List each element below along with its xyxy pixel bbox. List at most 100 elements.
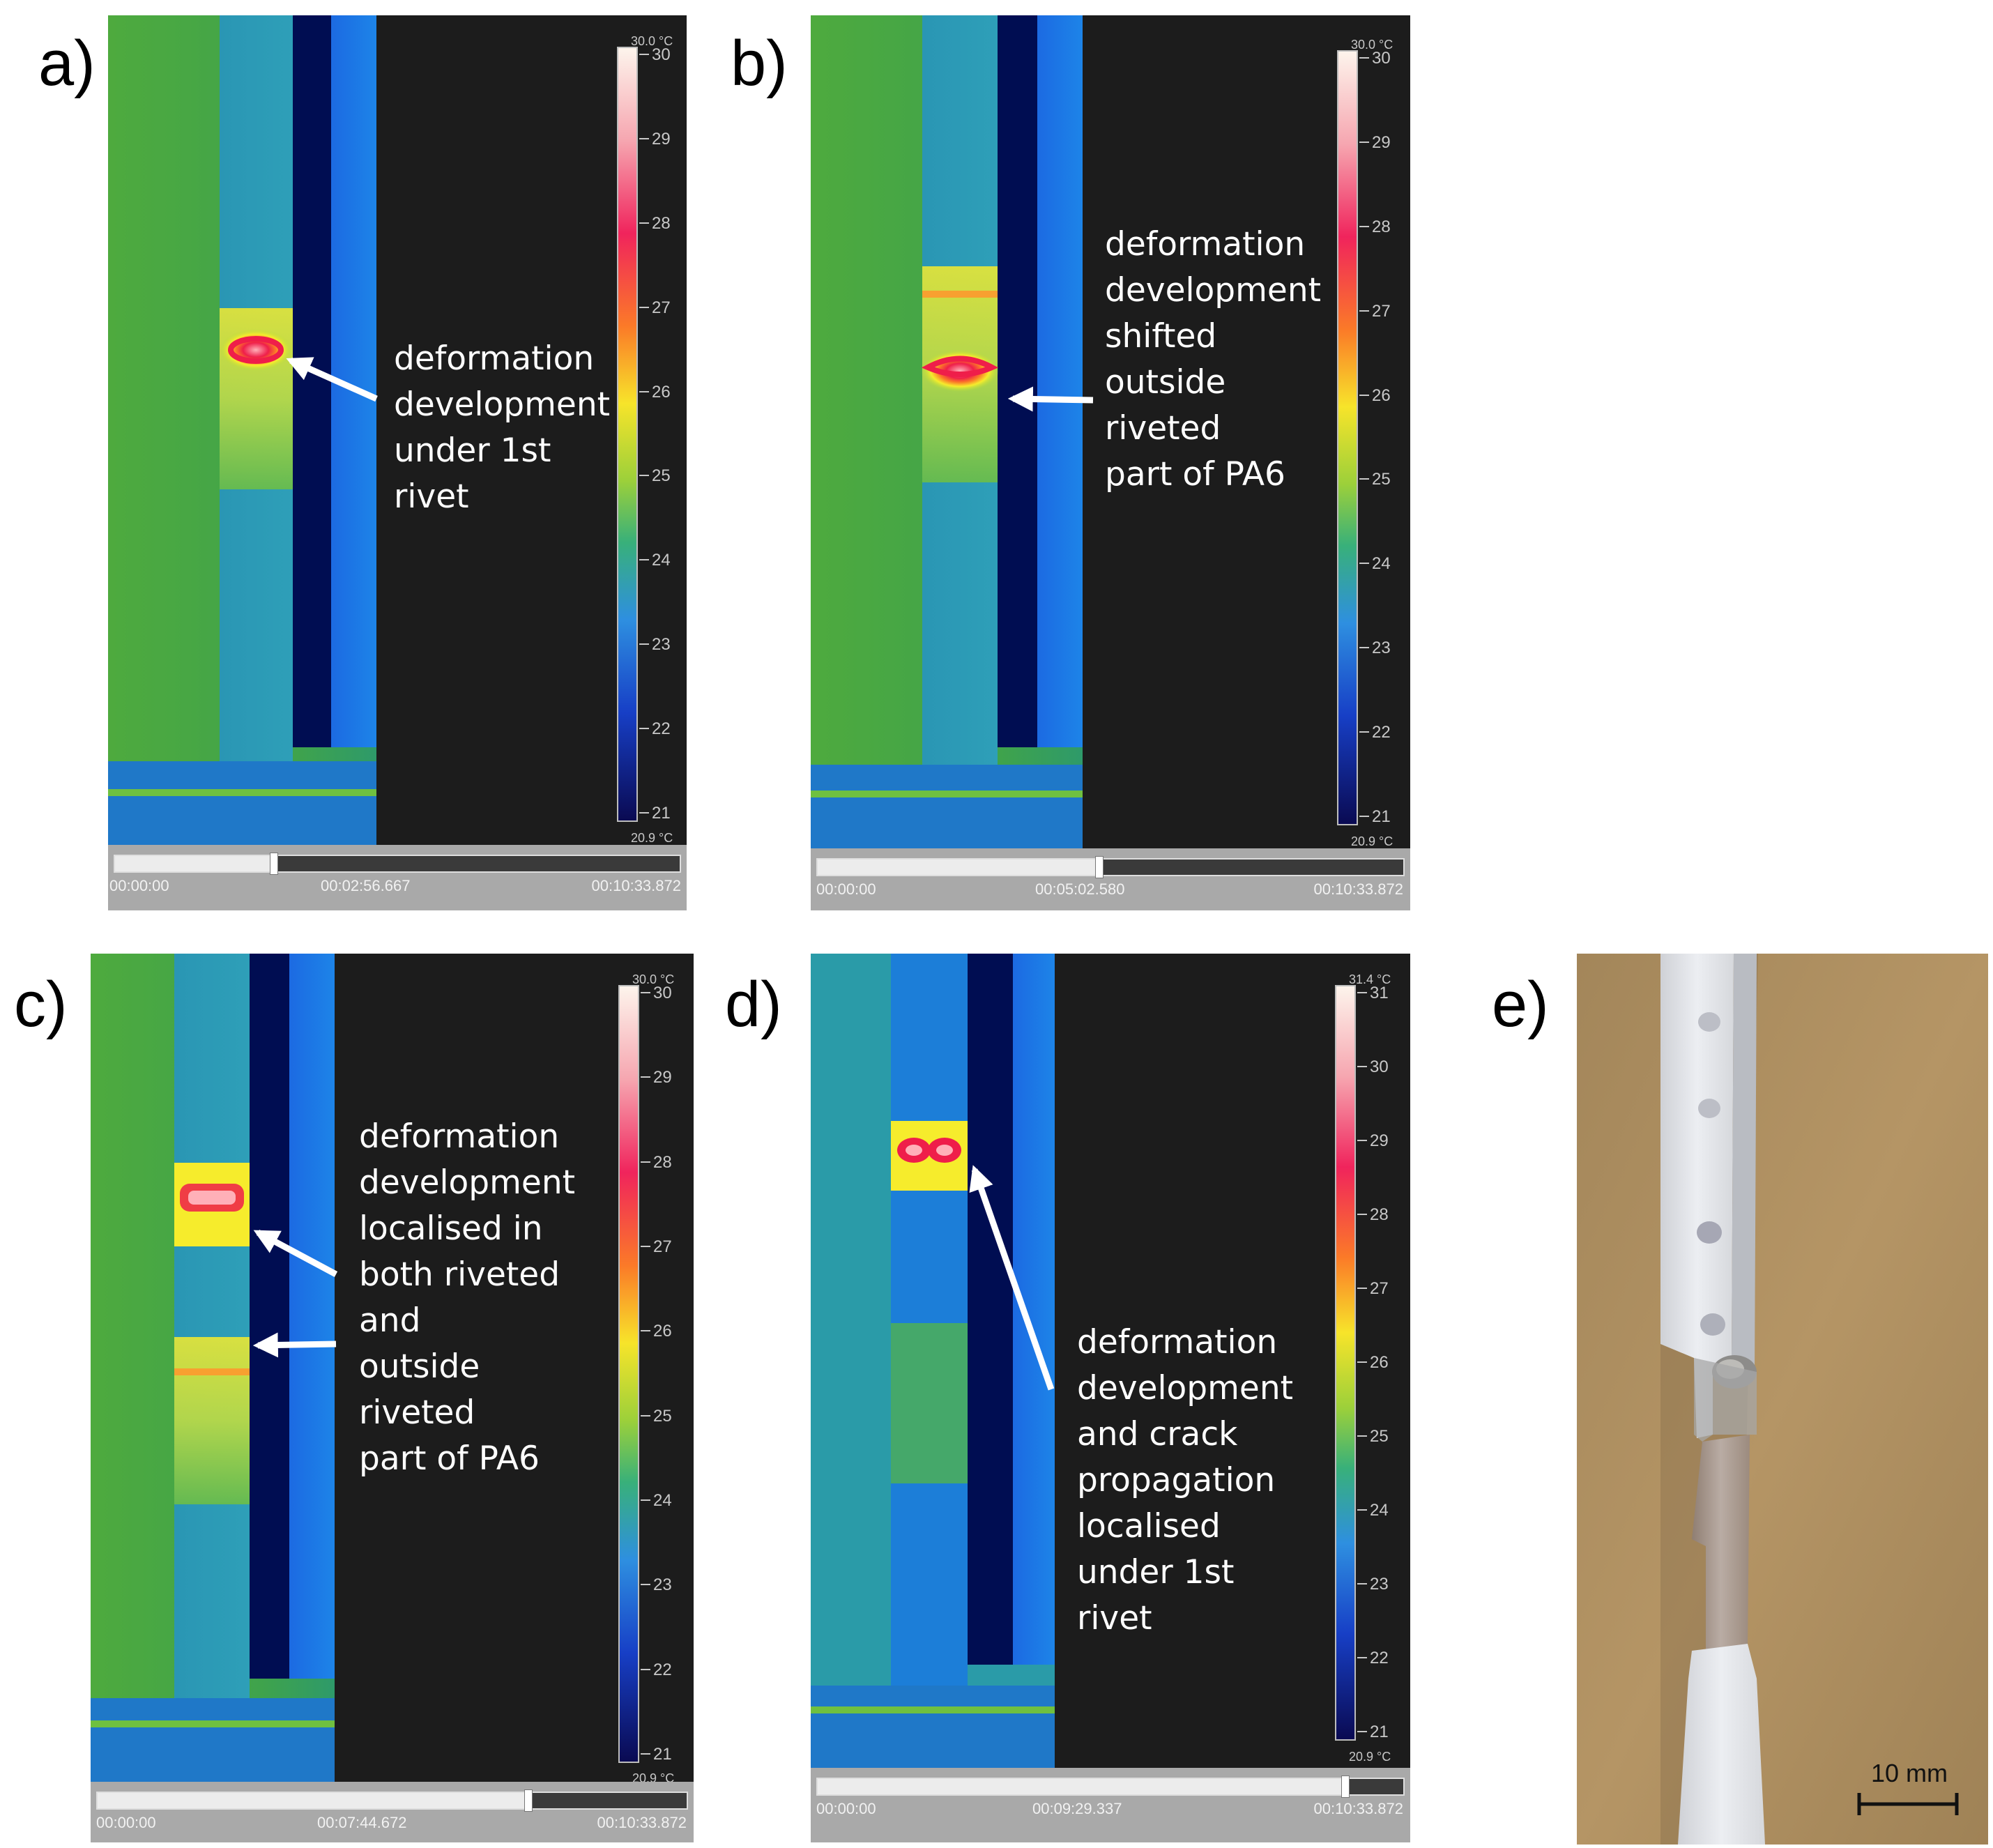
colorbar-tick: 26 (1357, 1353, 1389, 1372)
annotation-line: development (1077, 1369, 1294, 1407)
colorbar-tick: 22 (1359, 723, 1391, 742)
colorbar-tick: 26 (1359, 385, 1391, 405)
colorbar-tick: 29 (1359, 132, 1391, 152)
colorbar-tick: 27 (1359, 301, 1391, 321)
colorbar-tick: 22 (639, 719, 671, 739)
arrow-d (969, 1165, 1055, 1391)
colorbar-tick: 21 (1359, 807, 1391, 826)
colorbar-tick: 27 (639, 298, 671, 317)
specimen-photo-image (1577, 954, 1988, 1845)
timeline-current-c: 00:07:44.672 (317, 1814, 407, 1831)
colorbar-tick: 31 (1357, 984, 1389, 1002)
colorbar-tick: 21 (641, 1745, 672, 1764)
timeline-end-a: 00:10:33.872 (591, 877, 681, 894)
timeline-start-b: 00:00:00 (816, 880, 876, 898)
colorbar-tick: 28 (639, 213, 671, 233)
timeline-thumb-c[interactable] (524, 1789, 533, 1812)
colorbar-tick: 22 (641, 1660, 672, 1679)
annotation-line: both riveted (359, 1255, 560, 1294)
timeline-start-c: 00:00:00 (96, 1814, 156, 1831)
colorbar-tick: 23 (641, 1575, 672, 1595)
annotation-line: under 1st (1077, 1553, 1235, 1591)
timeline-current-a: 00:02:56.667 (321, 877, 411, 894)
colorbar-min-d: 20.9 °C (1349, 1750, 1391, 1764)
annotation-line: deformation (1077, 1323, 1278, 1361)
annotation-line: part of PA6 (359, 1440, 540, 1478)
colorbar-min-a: 20.9 °C (631, 831, 673, 845)
timeline-end-b: 00:10:33.872 (1313, 880, 1403, 898)
colorbar-tick: 25 (1359, 470, 1391, 489)
timeline-current-d: 00:09:29.337 (1032, 1800, 1122, 1817)
annotation-line: shifted (1105, 317, 1217, 356)
arrow-c (252, 1230, 338, 1358)
annotation-line: propagation (1077, 1461, 1276, 1499)
colorbar-tick: 27 (641, 1237, 672, 1256)
colorbar-tick: 25 (1357, 1427, 1389, 1446)
colorbar-tick: 21 (639, 804, 671, 823)
timeline-track-b[interactable] (816, 856, 1405, 878)
panel-c-label: c) (14, 969, 68, 1040)
colorbar-tick: 25 (641, 1406, 672, 1426)
panel-e-label: e) (1492, 969, 1549, 1040)
colorbar-tick: 25 (639, 466, 671, 486)
thermal-panel-b: deformation development shifted outside rive… (811, 15, 1410, 910)
colorbar-tick: 23 (1359, 639, 1391, 658)
annotation-line: rivet (1077, 1599, 1152, 1637)
timeline-track-d[interactable] (816, 1776, 1405, 1798)
colorbar-tick: 26 (641, 1322, 672, 1341)
annotation-line: deformation (394, 339, 595, 378)
annotation-line: localised in (359, 1209, 543, 1248)
panel-b-label: b) (731, 28, 788, 99)
timeline-track-c[interactable] (96, 1789, 688, 1812)
colorbar-tick: 29 (1357, 1131, 1389, 1150)
annotation-line: deformation (1105, 225, 1306, 264)
annotation-line: under 1st (394, 432, 551, 470)
arrow-b (1007, 386, 1094, 412)
colorbar-tick: 28 (1359, 217, 1391, 236)
annotation-line: and (359, 1301, 421, 1340)
colorbar-tick: 30 (1357, 1057, 1389, 1076)
specimen-photo: 10 mm (1577, 954, 1988, 1845)
timeline-c: 00:00:00 00:07:44.672 00:10:33.872 (91, 1782, 694, 1842)
thermal-image-b (811, 15, 1410, 848)
annotation-line: outside (1105, 363, 1226, 402)
colorbar-tick: 24 (641, 1491, 672, 1510)
annotation-line: development (1105, 271, 1322, 310)
colorbar-tick: 29 (639, 129, 671, 148)
annotation-line: riveted (1105, 409, 1221, 448)
colorbar-tick: 29 (641, 1068, 672, 1087)
arrow-a (286, 357, 378, 402)
colorbar-tick: 30 (639, 45, 671, 64)
timeline-start-d: 00:00:00 (816, 1800, 876, 1817)
colorbar-tick: 21 (1357, 1723, 1389, 1741)
colorbar-tick: 27 (1357, 1279, 1389, 1298)
annotation-line: deformation (359, 1117, 560, 1156)
thermal-image-c (91, 954, 694, 1782)
scale-bar-label: 10 mm (1871, 1759, 1948, 1787)
colorbar-tick: 22 (1357, 1649, 1389, 1667)
timeline-track-a[interactable] (114, 853, 681, 875)
annotation-b: deformation development shifted outside rive… (1105, 222, 1321, 498)
colorbar-tick: 24 (1357, 1501, 1389, 1520)
scale-bar (1857, 1793, 1959, 1815)
timeline-thumb-b[interactable] (1095, 856, 1104, 878)
timeline-start-a: 00:00:00 (109, 877, 169, 894)
timeline-end-d: 00:10:33.872 (1313, 1800, 1403, 1817)
colorbar-min-b: 20.9 °C (1351, 834, 1393, 848)
timeline-b: 00:00:00 00:05:02.580 00:10:33.872 (811, 848, 1410, 910)
timeline-thumb-d[interactable] (1341, 1776, 1350, 1798)
panel-a-label: a) (38, 28, 96, 99)
thermal-image-d (811, 954, 1410, 1768)
timeline-current-b: 00:05:02.580 (1035, 880, 1125, 898)
annotation-line: part of PA6 (1105, 455, 1285, 494)
colorbar-tick: 30 (641, 984, 672, 1002)
panel-d-label: d) (725, 969, 782, 1040)
colorbar-max-c: 30.0 °C (632, 972, 675, 986)
timeline-thumb-a[interactable] (269, 853, 278, 875)
colorbar-tick: 28 (1357, 1205, 1389, 1224)
